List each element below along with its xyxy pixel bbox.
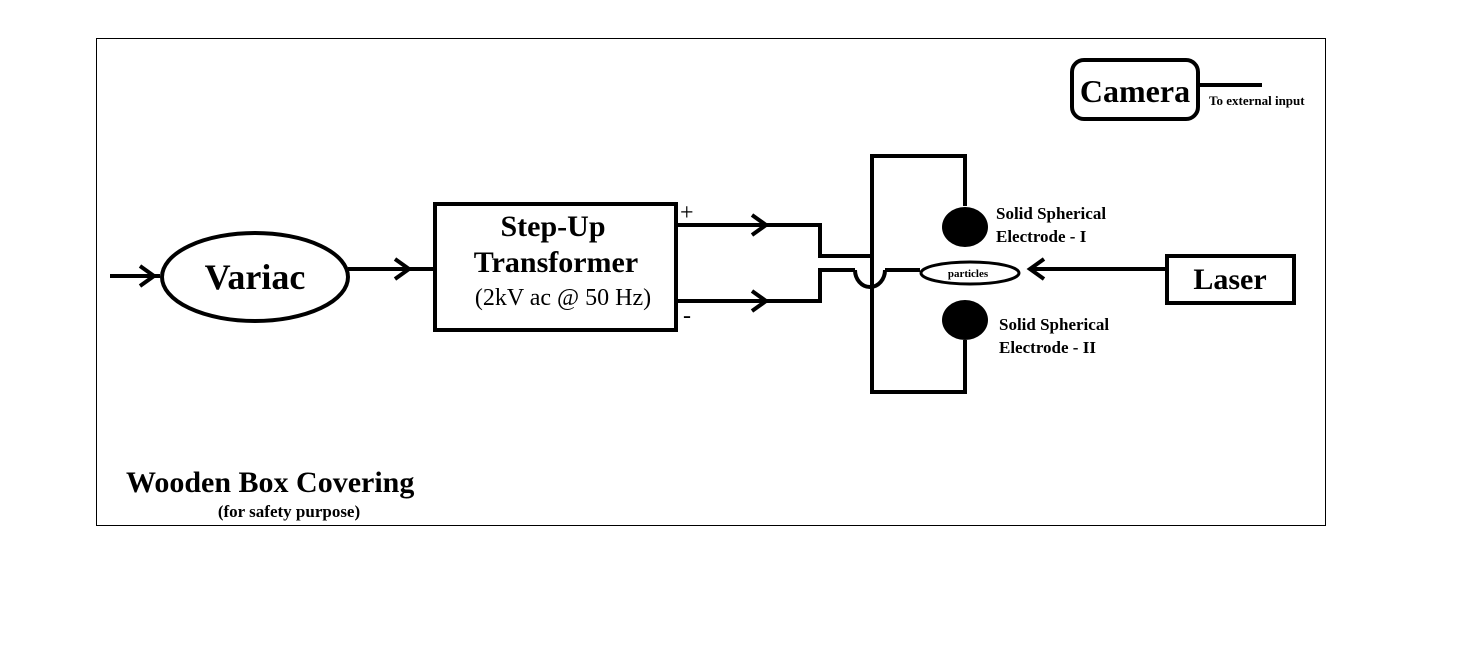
camera-output-label: To external input [1209,93,1305,108]
variac-to-transformer-arrow [348,257,434,281]
transformer-rating: (2kV ac @ 50 Hz) [475,285,651,311]
negative-terminal-label: - [683,303,691,329]
laser-beam-arrow [1026,257,1167,281]
electrode-top-label-line2: Electrode - I [996,227,1087,246]
particles-ellipse [919,260,1021,286]
variac-label: Variac [205,257,306,297]
transformer-label-line2: Transformer [474,246,638,279]
particles-label: particles [948,268,989,280]
enclosure-title: Wooden Box Covering [126,466,414,499]
transformer-label-line1: Step-Up [500,210,605,243]
electrode-top-label-line1: Solid Spherical [996,204,1106,223]
input-arrow [110,264,160,288]
negative-lead-wire [676,268,920,313]
electrode-frame [870,154,967,394]
enclosure-subtitle: (for safety purpose) [218,502,360,521]
positive-lead-wire [676,213,872,258]
electrode-bottom-sphere [942,300,988,340]
transformer-box [433,202,678,332]
electrode-bottom-label-line2: Electrode - II [999,338,1096,357]
electrode-bottom-label-line1: Solid Spherical [999,315,1109,334]
camera-label: Camera [1080,73,1190,109]
laser-label: Laser [1193,263,1266,296]
laser-box [1165,254,1296,305]
positive-terminal-label: + [680,200,694,226]
wooden-box-enclosure [96,38,1326,526]
camera-box [1070,58,1200,121]
variac-ellipse [160,231,350,323]
electrode-top-sphere [942,207,988,247]
